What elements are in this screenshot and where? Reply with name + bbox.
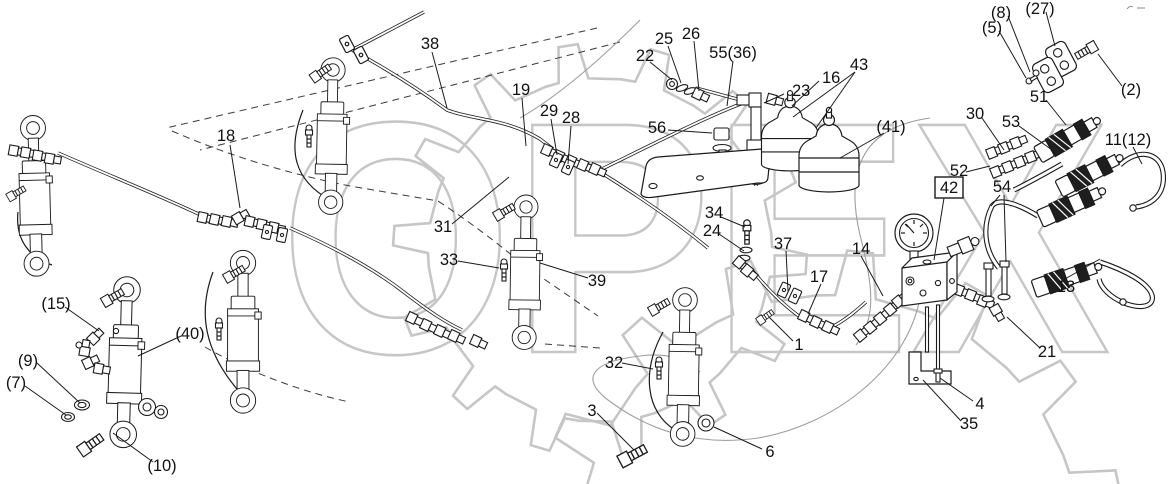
callout-41: (41) [876,118,905,136]
callout-15: (15) [41,295,70,313]
callouts: 18 38 19 29 28 25 26 22 55(36) 23 16 43 … [6,0,1151,475]
callout-53: 53 [1002,113,1020,131]
valve-block [901,235,980,307]
callout-22: 22 [636,47,654,65]
hook-end [1129,204,1137,212]
cylinder-mount-bolts [5,62,672,380]
callout-18: 18 [217,127,235,145]
hook-end-2 [1119,298,1127,306]
callout-6: 6 [765,443,774,461]
callout-21: 21 [1038,343,1056,361]
hydraulic-cylinder-far-left [15,114,56,278]
callout-40: (40) [175,325,204,343]
callout-10: (10) [147,457,176,475]
callout-42: 42 [940,179,958,197]
callout-37: 37 [774,235,792,253]
callout-43: 43 [850,56,868,74]
callout-51: 51 [1030,88,1048,106]
callout-34: 34 [705,204,723,222]
callout-26: 26 [682,25,700,43]
callout-42-boxed: 42 [934,176,964,199]
callout-11-12: 11(12) [1105,131,1151,149]
callout-5: (5) [982,19,1002,37]
callout-23: 23 [792,82,810,100]
banjo-fitting-22-25-26 [665,77,711,104]
callout-1: 1 [794,336,803,354]
tube-clamp-block [1025,39,1100,94]
callout-3: 3 [587,402,596,420]
callout-55-36: 55(36) [709,44,757,62]
callout-7: (7) [6,374,26,392]
corner-mark [1126,5,1145,10]
callout-29: 29 [540,102,558,120]
callout-56: 56 [648,119,666,137]
callout-33: 33 [440,251,458,269]
callout-31: 31 [434,218,452,236]
callout-4: 4 [975,395,984,413]
elbow-fittings-15 [75,326,112,377]
callout-17: 17 [810,268,828,286]
callout-27: (27) [1025,0,1054,18]
phantom-lines [165,19,931,441]
callout-13: 13 [1057,278,1075,296]
rod-end-hardware [60,397,715,469]
callout-24: 24 [703,222,721,240]
callout-16: 16 [822,69,840,87]
callout-32: 32 [605,354,623,372]
callout-2: (2) [1121,81,1141,99]
callout-54: 54 [993,178,1011,196]
callout-14: 14 [852,240,870,258]
callout-25: 25 [655,30,673,48]
fitting-cluster-manifold-right-21 [952,260,1011,323]
callout-39: 39 [588,272,606,290]
callout-30: 30 [966,105,984,123]
leader-lines [24,11,1143,463]
block-mount-bracket-35 [908,304,952,385]
callout-52: 52 [950,162,968,180]
callout-9: (9) [18,352,38,370]
fitting-cluster-18 [196,207,289,244]
callout-38: 38 [421,35,439,53]
callout-28: 28 [562,109,580,127]
callout-19: 19 [512,81,530,99]
callout-35: 35 [960,415,978,433]
callout-8: (8) [991,4,1011,22]
